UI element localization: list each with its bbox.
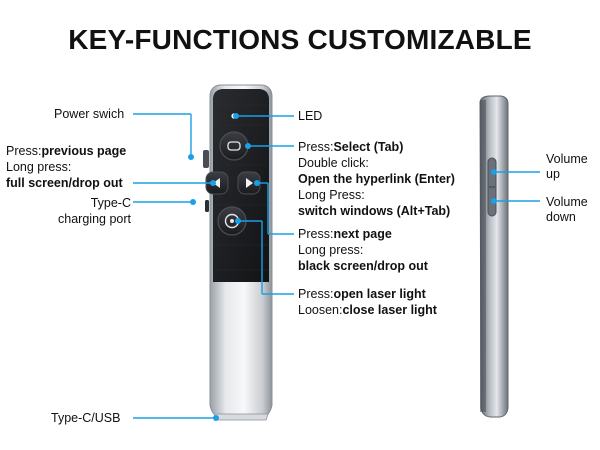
select-press-value: Select (Tab) xyxy=(333,140,404,154)
usb-end xyxy=(213,413,269,421)
laser-press-value: open laser light xyxy=(333,287,426,301)
remote-front xyxy=(203,84,273,421)
power-switch-label: Power swich xyxy=(54,107,125,121)
long-press-value: switch windows (Alt+Tab) xyxy=(298,204,451,218)
callout-lines xyxy=(133,113,540,419)
double-click-value: Open the hyperlink (Enter) xyxy=(298,172,455,186)
double-click-label: Double click: xyxy=(298,156,369,170)
prev-press-prefix: Press: xyxy=(6,144,42,158)
usb-label: Type-C/USB xyxy=(51,411,121,425)
next-long-press-label: Long press: xyxy=(298,243,364,257)
typec-label-line1: Type-C xyxy=(90,196,131,210)
next-press-label: Press:next page xyxy=(298,226,392,242)
volume-up-label-line1: Volume xyxy=(546,152,588,166)
led-label: LED xyxy=(298,109,323,123)
remote-side xyxy=(479,95,509,418)
laser-loosen-prefix: Loosen: xyxy=(298,303,343,317)
page-title: KEY-FUNCTIONS CUSTOMIZABLE xyxy=(68,24,532,55)
next-press-prefix: Press: xyxy=(298,227,334,241)
select-button xyxy=(219,131,249,161)
typec-label-line2: charging port xyxy=(58,212,131,226)
prev-press-value: previous page xyxy=(41,144,127,158)
laser-loosen-value: close laser light xyxy=(342,303,437,317)
long-press-label: Long Press: xyxy=(298,188,365,202)
laser-loosen-label: Loosen:close laser light xyxy=(298,302,437,318)
volume-down-label-line1: Volume xyxy=(546,195,588,209)
next-press-value: next page xyxy=(333,227,392,241)
callout-dots xyxy=(188,113,497,421)
type-c-port xyxy=(205,200,209,212)
volume-down-label-line2: down xyxy=(546,210,576,224)
previous-page-label: Press:previous page xyxy=(6,143,126,159)
laser-press-prefix: Press: xyxy=(298,287,334,301)
prev-long-press-label: Long press: xyxy=(6,160,72,174)
select-press-prefix: Press: xyxy=(298,140,334,154)
volume-up-label-line2: up xyxy=(546,167,560,181)
select-press-label: Press:Select (Tab) xyxy=(298,139,403,155)
prev-long-press-value: full screen/drop out xyxy=(6,176,123,190)
laser-press-label: Press:open laser light xyxy=(298,286,426,302)
power-switch xyxy=(203,150,209,168)
next-long-press-value: black screen/drop out xyxy=(298,259,428,273)
